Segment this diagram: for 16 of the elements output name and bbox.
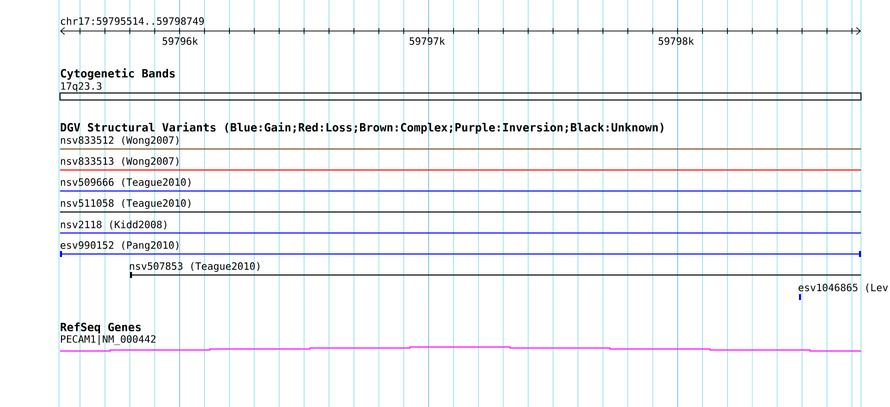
feature-label: 17q23.3: [61, 82, 102, 92]
feature-label: esv1046865 (Lev: [798, 284, 888, 292]
feature-label: PECAM1|NM_000442: [60, 335, 156, 345]
scale-label: 59798k: [658, 37, 694, 45]
feature-label: nsv509666 (Teague2010): [60, 178, 190, 188]
feature-label: nsv511058 (Teague2010): [60, 199, 190, 209]
feature-label: nsv833513 (Wong2007): [60, 157, 178, 167]
feature-label: nsv507853 (Teague2010): [130, 262, 260, 272]
scale-label: 59797k: [410, 37, 445, 45]
feature-label: nsv833512 (Wong2007): [60, 136, 178, 146]
coordinate-label: chr17:59795514..59798749: [60, 17, 204, 25]
feature-label: nsv2118 (Kidd2008): [60, 220, 166, 230]
scale-label: 59796k: [162, 37, 198, 45]
track-heading: Cytogenetic Bands: [60, 68, 175, 80]
track-heading: DGV Structural Variants (Blue:Gain;Red:Loss;Brown:Complex;Purple:Inversion;Black:Unknown): [60, 122, 664, 134]
feature-label: esv990152 (Pang2010): [60, 241, 178, 251]
